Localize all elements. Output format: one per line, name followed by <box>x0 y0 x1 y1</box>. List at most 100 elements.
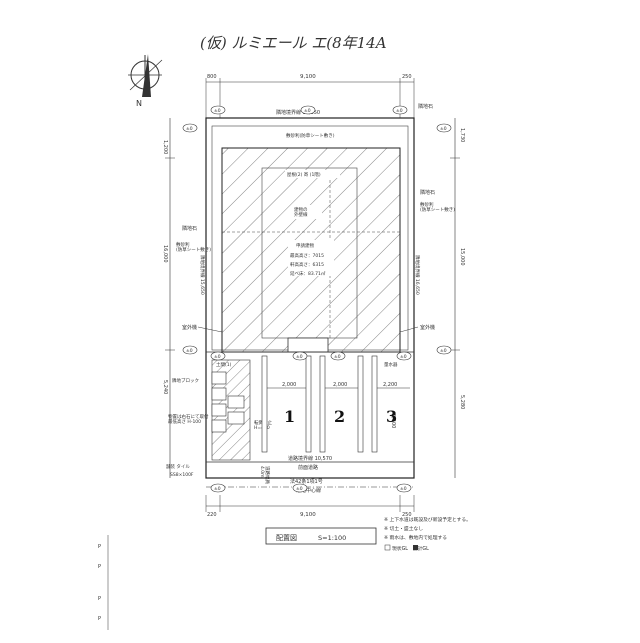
level-marker-label: ±0 <box>440 348 447 354</box>
rear-boundary-label: 隣地境界線 10,650 <box>276 109 320 116</box>
level-marker: ±0 <box>292 483 308 493</box>
dim-right-top: 1,730 <box>459 128 465 142</box>
side-label-4: P <box>98 616 101 622</box>
dim-left-front: 5,240 <box>162 380 168 394</box>
sub-left-label: 土間(1) <box>216 361 232 368</box>
road-tape-label: 舗装 タイル <box>166 463 190 470</box>
parking-dividers <box>261 355 410 453</box>
dim-right-front: 5,280 <box>459 395 465 409</box>
top-dimension <box>205 78 415 118</box>
note-lot-label: 物置は右石にて取付最低高さ H-100 <box>168 413 209 425</box>
level-marker-label: ±0 <box>296 354 303 360</box>
building-top-label: 屋根(2) 寄 (1階) <box>287 171 321 178</box>
note-2: ※ 切土・盛土なし <box>384 525 423 532</box>
level-marker-label: ±0 <box>214 354 221 360</box>
diagram-scale: S=1:100 <box>318 534 346 542</box>
dim-top-right: 250 <box>402 74 412 80</box>
dim-bottom-right: 250 <box>402 512 412 518</box>
dim-top-left: 800 <box>207 74 217 80</box>
parking-depth: 5,500 <box>390 414 396 428</box>
lot-boundary <box>205 117 415 479</box>
neighbor-block-label: 隣地ブロック <box>172 377 199 384</box>
gravel-right-label: 敷砂利(防草シート敷き) <box>420 201 455 213</box>
parking-space-3: 3 <box>386 407 397 426</box>
side-label-1: P <box>98 544 101 550</box>
dim-left-top: 1,200 <box>162 140 168 154</box>
parking-space-2: 2 <box>334 407 345 426</box>
dim-bottom-mid: 9,100 <box>300 512 316 518</box>
entry-step <box>287 337 329 353</box>
level-markers: ±0 ±0 ±0 ±0 ±0 ±0 ±0 ±0 ±0 ±0 ±0 ±0 ±0 ±0 <box>182 105 452 493</box>
neighbor-stone-r: 隣地石 <box>420 189 435 196</box>
level-marker: ±0 <box>182 345 198 355</box>
road-center-label: 道路中心線 <box>296 487 321 494</box>
level-marker-label: ±0 <box>296 486 303 492</box>
level-marker: ±0 <box>396 483 412 493</box>
storage-boxes <box>211 371 245 433</box>
level-marker-label: ±0 <box>186 348 193 354</box>
building-info-1: 申請建物 <box>296 242 314 249</box>
level-marker: ±0 <box>436 345 452 355</box>
road-subname-label: 法42条1項1号 <box>290 478 323 485</box>
bottom-dimension <box>205 495 415 512</box>
parking-dim-2: 2,000 <box>333 382 347 388</box>
note-3: ※ 雨水は、敷地内で処理する <box>384 534 447 541</box>
left-boundary-label: 隣地境界線 15,650 <box>199 255 206 295</box>
handwritten-title: (仮) ルミエール エ(8年14A <box>200 34 387 52</box>
level-marker-label: ±0 <box>214 486 221 492</box>
north-arrow-icon <box>128 54 163 97</box>
title-box <box>265 527 377 545</box>
neighbor-stone-l: 隣地石 <box>182 225 197 232</box>
level-marker: ±0 <box>396 351 412 361</box>
level-marker: ±0 <box>436 123 452 133</box>
side-dimensions <box>165 118 460 478</box>
parking-dim-3: 2,200 <box>383 382 397 388</box>
level-marker: ±0 <box>210 105 226 115</box>
meter-label: 量水器 <box>384 361 398 368</box>
level-marker: ±0 <box>292 351 308 361</box>
level-marker-label: ±0 <box>440 126 447 132</box>
side-label-3: P <box>98 596 101 602</box>
level-marker-label: ±0 <box>400 354 407 360</box>
gl-legend-icon <box>384 544 418 551</box>
sqft-label: SS8×100F <box>170 472 194 478</box>
level-marker: ±0 <box>330 351 346 361</box>
legend-gl: 現状GL 設計GL <box>392 545 429 552</box>
level-marker-label: ±0 <box>396 108 403 114</box>
building-info-2: 最高高さ：7015 <box>290 252 324 259</box>
level-marker: ±0 <box>210 351 226 361</box>
road-name-label: 前面道路 <box>298 464 318 471</box>
diagram-title: 配置図 <box>276 534 297 542</box>
dim-bottom-left: 220 <box>207 512 217 518</box>
north-label: N <box>136 99 142 108</box>
dim-top-mid: 9,100 <box>300 74 316 80</box>
building-outline-label: 建物の 外壁線 <box>294 206 309 218</box>
level-marker: ±0 <box>210 483 226 493</box>
level-marker: ±0 <box>392 105 408 115</box>
road-boundary-label: 道路境界線 10,570 <box>288 455 332 462</box>
note-1: ※ 上下水道は既設及び新設予定とする。 <box>384 516 471 523</box>
road-width-label: 道路幅員4.0m <box>259 466 271 484</box>
gravel-top-label: 敷砂利(防草シート敷き) <box>286 132 335 139</box>
dim-left-total: 16,000 <box>162 245 168 263</box>
level-marker: ±0 <box>182 123 198 133</box>
gravel-left-label: 敷砂利(防草シート敷き) <box>176 241 211 253</box>
parking-space-1: 1 <box>284 407 295 426</box>
level-marker-label: ±0 <box>214 108 221 114</box>
side-label-2: P <box>98 564 101 570</box>
level-marker-label: ±0 <box>186 126 193 132</box>
level-marker-label: ±0 <box>304 108 311 114</box>
level-marker-label: ±0 <box>400 486 407 492</box>
dim-right-total: 15,000 <box>459 248 465 266</box>
building-info-3: 軒高高さ：6315 <box>290 261 324 268</box>
level-marker-label: ±0 <box>334 354 341 360</box>
level-marker: ±0 <box>300 105 316 115</box>
outdoor-unit-right: 室外機 <box>420 324 435 331</box>
building-info-4: 延べ床：83.71㎡ <box>290 270 326 277</box>
parking-dim-1: 2,000 <box>282 382 296 388</box>
outdoor-unit-left: 室外機 <box>182 324 197 331</box>
right-boundary-label: 隣地境界線 16,650 <box>414 255 421 295</box>
neighbor-stone-tr: 隣地石 <box>418 103 433 110</box>
